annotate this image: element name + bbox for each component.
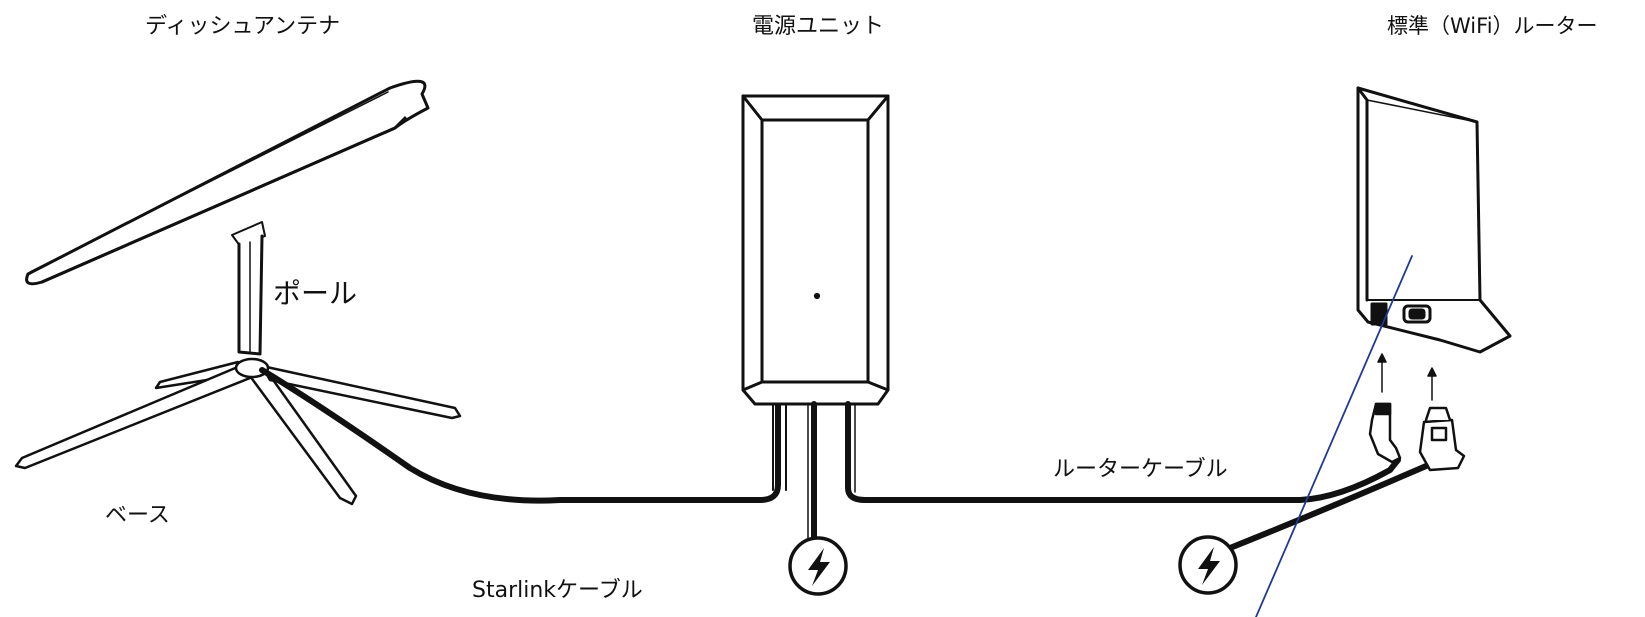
router-cable-label: ルーターケーブル xyxy=(1053,457,1228,482)
power-unit xyxy=(741,94,890,491)
starlink-cable-label: Starlinkケーブル xyxy=(472,578,643,603)
base-stand xyxy=(14,357,462,506)
router xyxy=(1356,86,1512,354)
router-cable-connector xyxy=(1368,402,1402,464)
starlink-cable xyxy=(259,367,781,504)
router-power-cord xyxy=(1227,457,1443,551)
base-label: ベース xyxy=(105,503,170,528)
power-cord-connector xyxy=(1418,406,1466,472)
router-cable xyxy=(845,401,1401,503)
power-bolt-icon xyxy=(1178,535,1238,595)
power-bolt-icon xyxy=(788,536,848,596)
pole-label: ポール xyxy=(273,277,358,310)
annotation-line xyxy=(1255,255,1413,617)
dish-antenna-label: ディッシュアンテナ xyxy=(145,14,341,39)
pole xyxy=(237,234,264,356)
router-label: 標準（WiFi）ルーター xyxy=(1387,14,1598,38)
dish-antenna xyxy=(25,79,430,286)
insertion-arrows xyxy=(1377,353,1437,401)
power-unit-label: 電源ユニット xyxy=(752,14,885,39)
